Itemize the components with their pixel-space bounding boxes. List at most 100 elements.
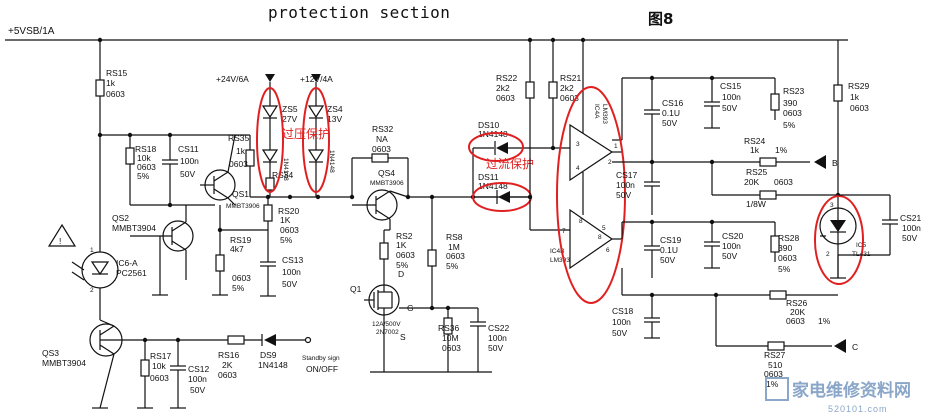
rs27-ref: RS27: [764, 350, 786, 360]
rs27-pkg: 0603: [764, 369, 783, 379]
ic4-pin8: 8: [598, 234, 602, 241]
rs36-ref: RS36: [438, 323, 460, 333]
ic6-optocoupler: ! 1 2 IC6-A PC2561: [47, 223, 147, 294]
ic4-pin2: 2: [608, 159, 612, 166]
q1-part: 2N7002: [376, 329, 399, 336]
rs26-tol: 1%: [818, 316, 831, 326]
qs4-part: MMBT3906: [370, 180, 404, 187]
cs17-volt: 50V: [616, 190, 631, 200]
rs18-resistor: RS18 10k 0603 5%: [125, 135, 157, 205]
cs11-ref: CS11: [178, 144, 199, 154]
rs27-val: 510: [768, 360, 782, 370]
ic4-pin4: 4: [576, 165, 580, 172]
rs18-tol: 5%: [137, 171, 150, 181]
rs18-ref: RS18: [135, 144, 157, 154]
ds5-part: 1N4148: [282, 158, 289, 181]
ds4-part: 1N4148: [328, 150, 335, 173]
q1-mosfet: D G S Q1 12A/500V 2N7002: [350, 269, 414, 342]
cs17-capacitor: CS17 100n 50V: [616, 162, 660, 215]
cs13-ref: CS13: [282, 255, 304, 265]
qs4-transistor: QS4 MMBT3906: [352, 168, 409, 230]
cs11-val: 100n: [180, 156, 199, 166]
ic4b-part: LM393: [550, 257, 570, 264]
rs21-resistor: RS21 2k2 0603: [548, 40, 582, 148]
rs24-val: 1k: [750, 145, 760, 155]
rs16-resistor: RS16 2K 0603: [218, 335, 262, 380]
ic6-pin1: 1: [90, 247, 94, 254]
rs16-pkg: 0603: [218, 370, 237, 380]
rs32-resistor: RS32 NA 0603: [351, 124, 409, 197]
section-title: protection section: [268, 3, 450, 22]
rs19-pkg: 0603: [232, 273, 251, 283]
figure-number: 图8: [648, 10, 673, 28]
rs20-ref: RS20: [278, 206, 300, 216]
rs25-ref: RS25: [746, 167, 768, 177]
warning-mark: !: [59, 236, 61, 246]
ic4-pin5: 5: [602, 225, 606, 232]
rs28-pkg: 0603: [778, 253, 797, 263]
rs24-tol: 1%: [775, 145, 788, 155]
rs36-val: 10M: [442, 333, 459, 343]
rs23-val: 390: [783, 98, 797, 108]
rs35-pkg: 0603: [229, 159, 248, 169]
qs1-transistor: QS1 MMBT3906: [200, 134, 260, 210]
qs2-ref: QS2: [112, 213, 129, 223]
highlight-zs5: [256, 87, 284, 193]
ds10-diode: DS10 1N4148: [473, 120, 553, 155]
rs8-pkg: 0603: [446, 251, 465, 261]
rs8-resistor: RS8 1M 0603 5%: [427, 197, 465, 308]
rs28-tol: 5%: [778, 264, 791, 274]
net-b-label: B: [832, 158, 838, 168]
cs22-val: 100n: [488, 333, 507, 343]
ic5-pin3: 3: [830, 202, 834, 209]
rs18-val: 10k: [137, 153, 151, 163]
rs2-ref: RS2: [396, 231, 413, 241]
q1-pin-d: D: [398, 269, 404, 279]
rs25-pkg: 0603: [774, 177, 793, 187]
rs22-pkg: 0603: [496, 93, 515, 103]
qs1-ref: QS1: [232, 189, 249, 199]
rs28-val: 390: [778, 243, 792, 253]
rs26-ref: RS26: [786, 298, 808, 308]
rs17-resistor: RS17 10k 0603: [137, 340, 172, 409]
cs12-val: 100n: [188, 374, 207, 384]
qs3-ref: QS3: [42, 348, 59, 358]
ds10-ref: DS10: [478, 120, 500, 130]
rs26-resistor: RS26 20K 0603 1%: [769, 290, 838, 326]
rs24-resistor: RS24 1k 1% B: [744, 136, 838, 169]
cs17-val: 100n: [616, 180, 635, 190]
cs15-capacitor: CS15 100n 50V: [704, 78, 742, 129]
rs36-resistor: RS36 10M 0603: [438, 308, 461, 372]
qs3-part: MMBT3904: [42, 358, 86, 368]
qs3-transistor: QS3 MMBT3904: [42, 319, 145, 409]
ds9-ref: DS9: [260, 350, 277, 360]
rs15-pkg: 0603: [106, 89, 125, 99]
cs21-val: 100n: [902, 223, 921, 233]
rs17-ref: RS17: [150, 351, 172, 361]
standby-onoff-label: ON/OFF: [306, 364, 338, 374]
cs15-ref: CS15: [720, 81, 742, 91]
ic4a-ref: IC4A: [593, 104, 600, 119]
cs20-ref: CS20: [722, 231, 744, 241]
zs4-val: 13V: [327, 114, 342, 124]
rs28-resistor: RS28 390 0603 5%: [770, 222, 800, 274]
ic4-pin1: 1: [614, 143, 618, 150]
rs26-val: 20K: [790, 307, 805, 317]
zs5-branch: ZS5 27V 1N4148 RS34: [261, 74, 298, 197]
overvoltage-note: 过压保护: [282, 127, 330, 141]
rs15-val: 1k: [106, 78, 116, 88]
ic4b-comparator: 8 8 7 5 6 IC4B LM393: [550, 208, 622, 270]
net-c-label: C: [852, 342, 858, 352]
site-watermark: 家电维修资料网 520101.com: [765, 377, 911, 414]
cs16-volt: 50V: [662, 118, 677, 128]
cs21-ref: CS21: [900, 213, 922, 223]
rs19-val: 4k7: [230, 244, 244, 254]
cs17-ref: CS17: [616, 170, 638, 180]
q1-pin-s: S: [400, 332, 406, 342]
rs19-resistor: RS19 4k7 0603 5%: [212, 235, 252, 296]
rail-5vsb: +5VSB/1A: [5, 26, 848, 43]
ds11-part: 1N4148: [478, 181, 508, 191]
cs13-capacitor: CS13 100n 50V: [260, 245, 304, 297]
rs2-pkg: 0603: [396, 250, 415, 260]
